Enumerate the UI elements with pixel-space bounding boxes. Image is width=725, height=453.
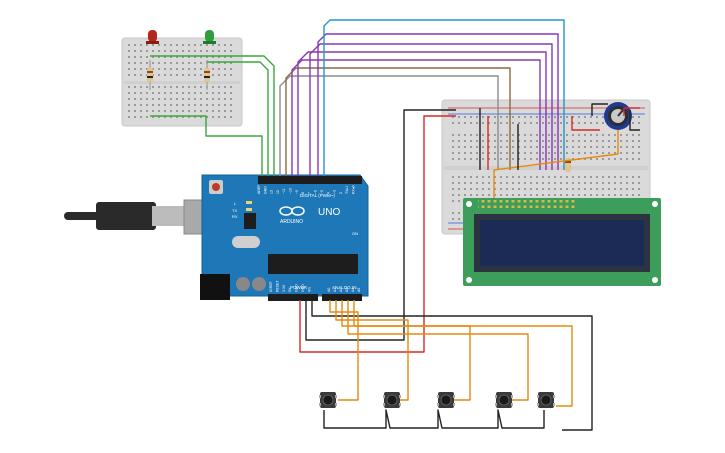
- lcd-display: [463, 198, 661, 286]
- push-button-3[interactable]: [437, 392, 455, 408]
- wire-black-gnd: [305, 109, 456, 341]
- digital-pin-label: ~5: [320, 190, 324, 194]
- digital-pin-label: GND: [263, 186, 267, 194]
- analog-pin-label: A0: [327, 288, 331, 292]
- power-pin-label: GND: [295, 284, 299, 292]
- push-button-2[interactable]: [383, 392, 401, 408]
- analog-pin-label: A3: [345, 288, 349, 292]
- power-pin-label: 3.3V: [282, 284, 286, 292]
- arduino-uno-board: UNO ARDUINO DIGITAL (PWM~) TX RX L ON PO…: [64, 174, 369, 301]
- digital-pin-label: 13: [270, 190, 274, 194]
- digital-pin-label: AREF: [257, 185, 261, 194]
- digital-pin-label: 8: [301, 192, 305, 194]
- power-pin-label: 5V: [288, 287, 292, 292]
- wire-orange-a4: [353, 300, 573, 407]
- led-resistor-1: [147, 60, 153, 90]
- rx-label: RX: [232, 214, 238, 219]
- digital-pin-label: 4: [326, 192, 330, 194]
- power-jack: [200, 274, 230, 300]
- digital-pin-label: TX▸1: [345, 186, 349, 194]
- digital-pin-label: RX◂0: [352, 185, 356, 194]
- digital-pin-label: ~3: [333, 190, 337, 194]
- digital-header-label: DIGITAL (PWM~): [300, 193, 335, 198]
- wire-orange-a2: [341, 300, 471, 401]
- push-buttons: [319, 392, 555, 408]
- wire-orange-a1: [335, 300, 409, 401]
- potentiometer: [604, 102, 632, 130]
- wire-purple-1: [291, 59, 541, 176]
- l-label: L: [234, 201, 237, 206]
- digital-pin-label: ~10: [289, 188, 293, 194]
- analog-label: ANALOG IN: [332, 285, 357, 290]
- digital-pin-label: 2: [339, 192, 343, 194]
- power-pin-label: Vin: [307, 287, 311, 292]
- green-led: [203, 30, 216, 44]
- red-led: [146, 30, 159, 44]
- led-resistor-2: [204, 60, 210, 90]
- wire-brown: [285, 67, 511, 176]
- arduino-model-label: UNO: [318, 207, 340, 218]
- wire-orange-a3: [347, 300, 529, 401]
- wire-black-buttons: [311, 300, 593, 431]
- power-pin-label: GND: [301, 284, 305, 292]
- digital-pin-label: ~6: [314, 190, 318, 194]
- push-button-5[interactable]: [537, 392, 555, 408]
- digital-pin-label: ~9: [295, 190, 299, 194]
- wire-green-1: [150, 55, 275, 176]
- wire-blue: [323, 19, 565, 176]
- wire-purple-3: [309, 43, 553, 176]
- tx-label: TX: [232, 208, 237, 213]
- digital-pin-label: ~11: [282, 188, 286, 194]
- wire-green-2: [207, 61, 269, 176]
- usb-cable: [64, 212, 100, 220]
- arduino-brand-label: ARDUINO: [280, 219, 303, 225]
- digital-pin-label: 7: [307, 192, 311, 194]
- analog-pin-label: A2: [339, 288, 343, 292]
- analog-pin-label: A5: [357, 288, 361, 292]
- wire-bb-orange: [493, 130, 619, 198]
- wires: [150, 19, 640, 431]
- power-pin-label: RESET: [275, 279, 279, 292]
- small-breadboard: [121, 37, 243, 127]
- power-label: POWER: [290, 285, 308, 290]
- push-button-1[interactable]: [319, 392, 337, 408]
- wire-purple-4: [317, 33, 559, 176]
- push-button-4[interactable]: [495, 392, 513, 408]
- wire-bb-red-3: [623, 107, 640, 116]
- power-pin-label: IOREF: [269, 281, 273, 292]
- wire-bb-red-2: [571, 116, 600, 131]
- wire-red-5v: [299, 115, 456, 353]
- wire-orange-a0: [329, 300, 359, 401]
- analog-pin-label: A1: [333, 288, 337, 292]
- on-label: ON: [352, 231, 358, 236]
- wire-green-gnd: [150, 115, 263, 176]
- wire-bb-black-2: [591, 103, 608, 116]
- wire-gray-1: [279, 75, 499, 176]
- wire-bb-black-3: [629, 110, 640, 131]
- reset-button: [212, 183, 220, 191]
- wire-purple-2: [297, 51, 547, 176]
- digital-pin-label: 12: [276, 190, 280, 194]
- wire-black-btn-chain: [323, 409, 545, 429]
- analog-pin-label: A4: [351, 288, 355, 292]
- lcd-resistor: [565, 158, 571, 172]
